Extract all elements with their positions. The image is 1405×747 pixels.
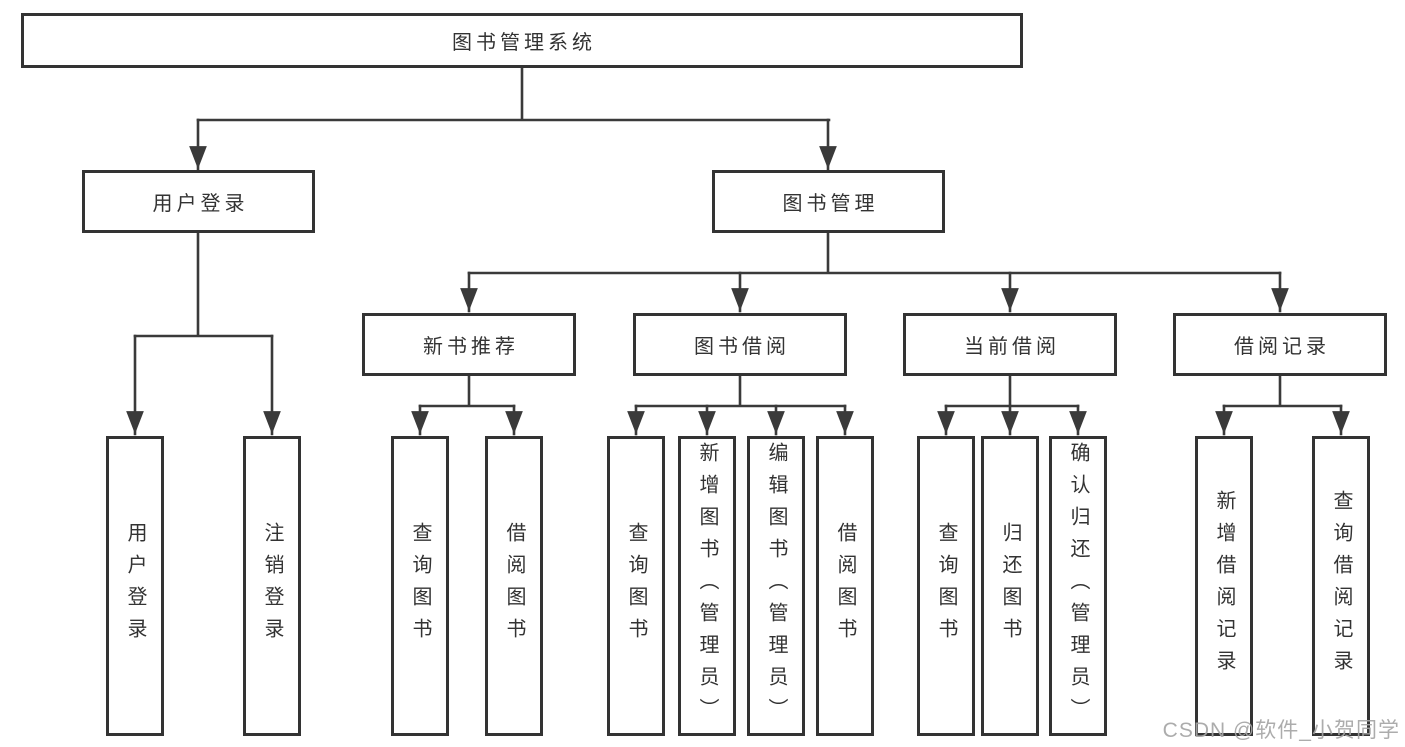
node-user-login: 用户登录 — [82, 170, 315, 233]
leaf-add-book-admin: 新增图书（管理员） — [678, 436, 736, 736]
leaf-label: 归还图书 — [999, 522, 1021, 650]
leaf-label: 借阅图书 — [834, 522, 856, 650]
leaf-query-books-borrow: 查询图书 — [607, 436, 665, 736]
leaf-query-books-current: 查询图书 — [917, 436, 975, 736]
leaf-edit-book-admin: 编辑图书（管理员） — [747, 436, 805, 736]
leaf-label: 查询借阅记录 — [1330, 490, 1352, 682]
leaf-user-login: 用户登录 — [106, 436, 164, 736]
node-label: 图书管理系统 — [452, 32, 596, 54]
node-current-borrowing: 当前借阅 — [903, 313, 1117, 376]
leaf-borrow-books-recommend: 借阅图书 — [485, 436, 543, 736]
leaf-label: 确认归还（管理员） — [1067, 442, 1089, 730]
leaf-label: 新增图书（管理员） — [696, 442, 718, 730]
leaf-label: 用户登录 — [124, 522, 146, 650]
node-new-book-recommendation: 新书推荐 — [362, 313, 576, 376]
leaf-label: 查询图书 — [409, 522, 431, 650]
leaf-logout: 注销登录 — [243, 436, 301, 736]
leaf-borrow-books: 借阅图书 — [816, 436, 874, 736]
node-label: 用户登录 — [152, 193, 249, 215]
leaf-label: 编辑图书（管理员） — [765, 442, 787, 730]
node-label: 图书管理 — [782, 193, 879, 215]
node-borrowing-records: 借阅记录 — [1173, 313, 1387, 376]
leaf-confirm-return-admin: 确认归还（管理员） — [1049, 436, 1107, 736]
node-label: 当前借阅 — [964, 336, 1060, 358]
leaf-add-borrow-record: 新增借阅记录 — [1195, 436, 1253, 736]
leaf-label: 查询图书 — [935, 522, 957, 650]
node-label: 借阅记录 — [1234, 336, 1330, 358]
leaf-label: 查询图书 — [625, 522, 647, 650]
node-label: 图书借阅 — [694, 336, 790, 358]
connector-arrows — [126, 118, 1350, 436]
leaf-query-borrow-record: 查询借阅记录 — [1312, 436, 1370, 736]
leaf-label: 注销登录 — [261, 522, 283, 650]
leaf-query-books-recommend: 查询图书 — [391, 436, 449, 736]
leaf-label: 新增借阅记录 — [1213, 490, 1235, 682]
connector-trunk-lines — [133, 66, 1343, 408]
node-label: 新书推荐 — [423, 336, 519, 358]
node-book-management: 图书管理 — [712, 170, 945, 233]
node-book-borrowing: 图书借阅 — [633, 313, 847, 376]
leaf-return-books: 归还图书 — [981, 436, 1039, 736]
node-library-management-system: 图书管理系统 — [21, 13, 1023, 68]
leaf-label: 借阅图书 — [503, 522, 525, 650]
csdn-watermark: CSDN @软件_小贺同学 — [1162, 719, 1400, 742]
